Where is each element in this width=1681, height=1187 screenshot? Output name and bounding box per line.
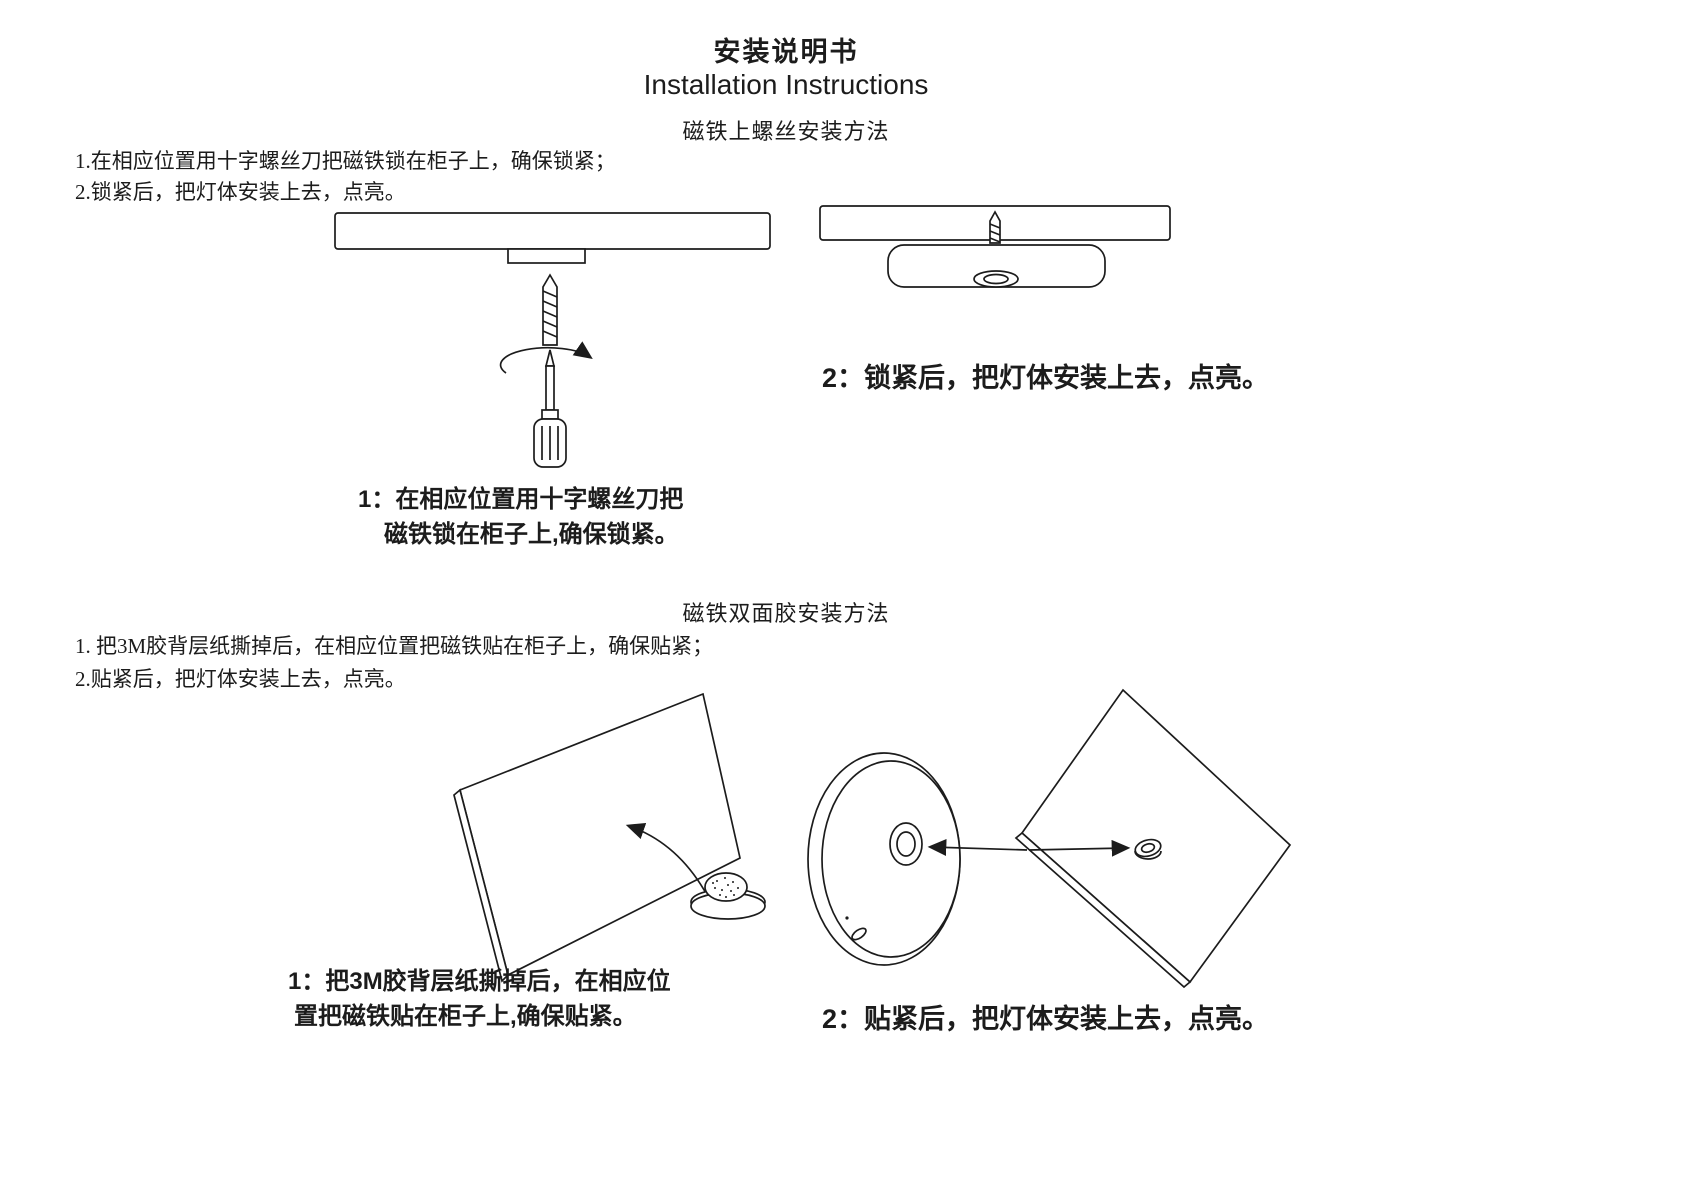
section-screw-heading: 磁铁上螺丝安装方法: [682, 119, 890, 144]
screwdriver: [533, 349, 567, 468]
figure3-caption-line2: 置把磁铁贴在柜子上,确保贴紧。: [294, 1003, 637, 1030]
page-title-en: Installation Instructions: [643, 69, 929, 100]
magnet-block: [507, 248, 586, 264]
figure4-caption: 2：贴紧后，把灯体安装上去，点亮。: [822, 1004, 1270, 1034]
figure-lamp-attached-diagram: [819, 205, 1171, 288]
figure3-caption-line1: 1：把3M胶背层纸撕掉后，在相应位: [288, 968, 671, 995]
placement-arrow: [625, 822, 708, 896]
figure1-caption-line2: 磁铁锁在柜子上,确保锁紧。: [384, 521, 679, 548]
rotation-arrow: [499, 341, 593, 374]
figure-adhesive-magnet-diagram: [453, 692, 766, 983]
figure-screw-install-diagram: [334, 212, 771, 468]
arrow-to-magnet: [1028, 839, 1131, 857]
magnet-ring: [1134, 838, 1162, 860]
figure-lamp-to-magnet-diagram: [807, 688, 1292, 989]
section-adhesive-step-2: 2.贴紧后，把灯体安装上去，点亮。: [75, 667, 406, 691]
figure1-caption: 1：在相应位置用十字螺丝刀把 磁铁锁在柜子上,确保锁紧。: [358, 482, 683, 552]
cabinet-panel: [1014, 688, 1292, 989]
figure2-caption: 2：锁紧后，把灯体安装上去，点亮。: [822, 363, 1270, 393]
figure3-caption: 1：把3M胶背层纸撕掉后，在相应位 置把磁铁贴在柜子上,确保贴紧。: [288, 964, 671, 1034]
page-title-cn: 安装说明书: [713, 37, 859, 67]
lamp-body: [887, 244, 1106, 288]
cabinet-bar: [334, 212, 771, 250]
magnet-with-adhesive: [690, 872, 766, 920]
section-screw-step-2: 2.锁紧后，把灯体安装上去，点亮。: [75, 180, 406, 204]
round-lamp-body: [807, 752, 961, 966]
section-adhesive-heading: 磁铁双面胶安装方法: [682, 601, 890, 626]
figure1-caption-line1: 1：在相应位置用十字螺丝刀把: [358, 486, 684, 513]
arrow-to-lamp-hole: [927, 838, 1028, 856]
lamp-switch: [851, 927, 867, 941]
section-screw-step-1: 1.在相应位置用十字螺丝刀把磁铁锁在柜子上，确保锁紧；: [75, 149, 616, 173]
cabinet-panel: [453, 692, 741, 983]
screw: [542, 273, 558, 346]
screw: [989, 210, 1001, 244]
section-adhesive-step-1: 1. 把3M胶背层纸撕掉后，在相应位置把磁铁贴在柜子上，确保贴紧；: [75, 634, 714, 658]
